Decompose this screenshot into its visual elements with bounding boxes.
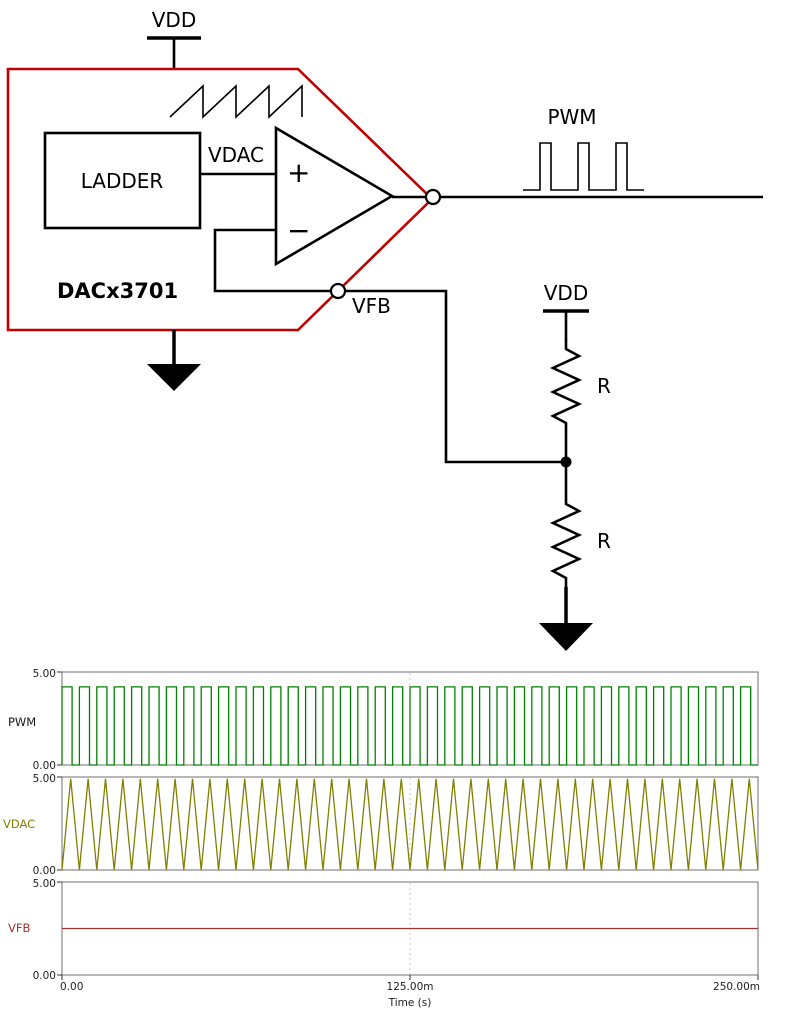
ground-triangle-icon xyxy=(147,364,201,391)
vdac-label: VDAC xyxy=(208,143,264,167)
ground-triangle-icon-2 xyxy=(539,623,593,651)
ground-symbol-device xyxy=(147,330,201,391)
trace-pwm xyxy=(61,686,758,766)
pwm-waveform-symbol: PWM xyxy=(523,105,644,191)
signal-label-vdac: VDAC xyxy=(3,817,35,831)
vdd-supply-divider: VDD xyxy=(543,281,589,341)
pulse-icon xyxy=(523,142,644,191)
comparator: + − xyxy=(274,125,395,267)
resistor-bottom: R xyxy=(549,495,611,587)
resistor-bottom-label: R xyxy=(597,529,611,553)
x-axis-title: Time (s) xyxy=(388,997,432,1009)
resistor-top-label: R xyxy=(597,374,611,398)
ytick-label-5v-vfb: 5.00 xyxy=(33,878,56,890)
ladder-box xyxy=(43,131,202,230)
ytick-label-0v-vdac: 0.00 xyxy=(33,865,56,877)
vfb-node xyxy=(329,282,347,300)
vdac-trace-group xyxy=(61,778,759,871)
xtick-label-125m: 125.00m xyxy=(387,981,434,993)
pwm-label: PWM xyxy=(547,105,596,129)
xtick-label-0: 0.00 xyxy=(60,981,83,993)
plot-panel-vdac: 5.00 0.00 VDAC xyxy=(3,773,759,877)
pwm-trace-group xyxy=(61,686,758,766)
circuit-schematic: VDD LADDER VDAC + − DACx3701 xyxy=(6,8,763,651)
x-axis: 0.00 125.00m 250.00m Time (s) xyxy=(60,975,760,1009)
vfb-wire xyxy=(338,289,566,464)
junction-dot xyxy=(560,456,572,468)
vdd-divider-label: VDD xyxy=(544,281,588,305)
ytick-label-0v-pwm: 0.00 xyxy=(33,760,56,772)
ytick-label-5v-vdac: 5.00 xyxy=(33,773,56,785)
signal-label-vfb: VFB xyxy=(8,921,30,935)
pwm-output-node xyxy=(424,188,442,206)
feedback-wire xyxy=(213,228,338,293)
plot-panel-pwm: 5.00 0.00 PWM xyxy=(8,668,759,772)
sawtooth-icon xyxy=(169,84,303,119)
ytick-label-0v-vfb: 0.00 xyxy=(33,970,56,982)
resistor-top: R xyxy=(549,340,611,432)
ladder-label: LADDER xyxy=(81,169,164,193)
vfb-label: VFB xyxy=(352,294,391,318)
ytick-label-5v-pwm: 5.00 xyxy=(33,668,56,680)
minus-input-label: − xyxy=(287,214,310,247)
vdd-top-label: VDD xyxy=(152,8,196,32)
ladder-block: LADDER xyxy=(43,131,202,230)
waveform-plots: 5.00 0.00 PWM 5.00 0.00 VDAC 5.00 0.00 V… xyxy=(3,668,760,1009)
resistor-bottom-zigzag xyxy=(549,495,583,587)
xtick-label-250m: 250.00m xyxy=(713,981,760,993)
signal-label-pwm: PWM xyxy=(8,715,36,729)
ground-symbol-divider xyxy=(539,587,593,651)
comparator-triangle xyxy=(274,125,395,267)
trace-vdac xyxy=(61,778,759,871)
plus-input-label: + xyxy=(287,156,310,189)
dac-device-outline xyxy=(6,67,434,332)
plot-panel-vfb: 5.00 0.00 VFB xyxy=(8,878,759,982)
resistor-top-zigzag xyxy=(549,340,583,432)
device-label: DACx3701 xyxy=(57,279,178,303)
vdd-supply-top: VDD xyxy=(147,8,201,69)
